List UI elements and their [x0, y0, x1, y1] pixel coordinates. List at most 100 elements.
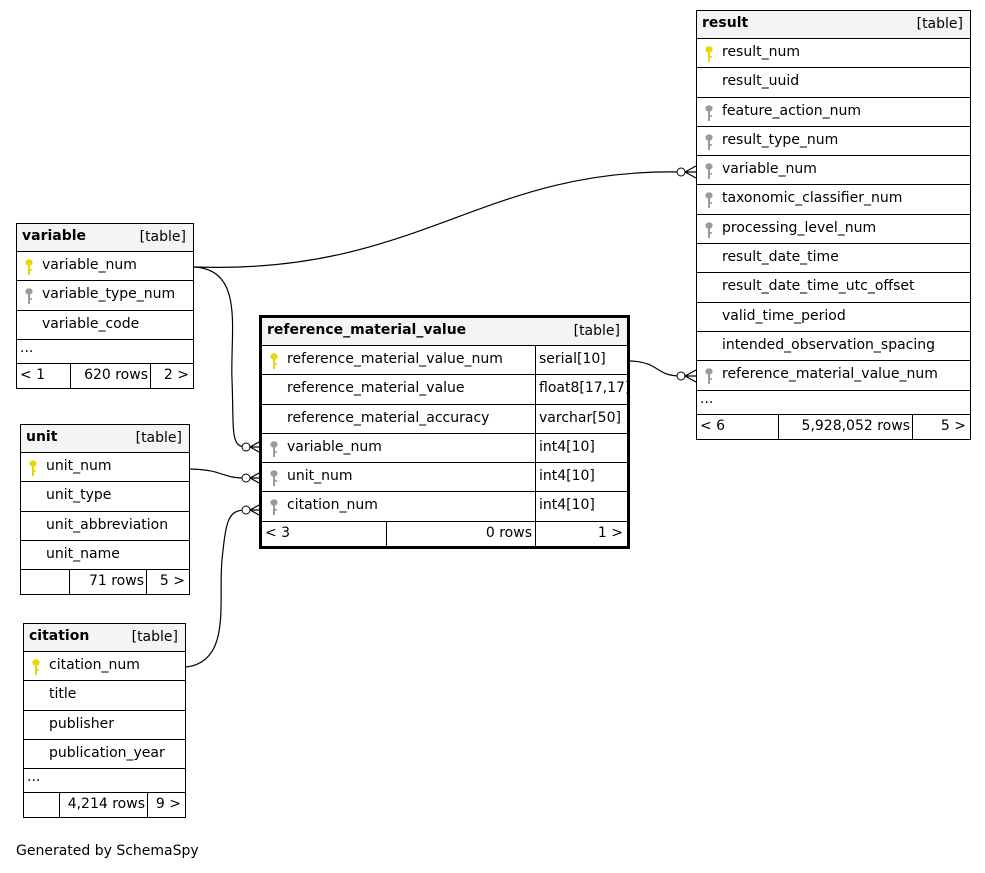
column-row[interactable]: result_type_num [697, 127, 970, 157]
row-count: 4,214 rows [59, 793, 147, 818]
column-row[interactable]: intended_observation_spacing [697, 332, 970, 362]
table-kind: [table] [573, 323, 620, 339]
column-name: publisher [49, 715, 114, 732]
column-row[interactable]: unit_num [21, 453, 189, 483]
column-name: variable_num [42, 257, 137, 273]
column-name: variable_num [287, 438, 382, 455]
column-row[interactable]: result_uuid [697, 68, 970, 98]
parents-link[interactable]: < 6 [700, 417, 726, 434]
table-footer: 71 rows 5 > [21, 570, 189, 595]
column-row[interactable]: citation_num [24, 652, 185, 682]
foreign-key-icon [268, 440, 280, 458]
table-header: variable [table] [17, 224, 193, 252]
column-name: reference_material_value_num [722, 366, 938, 383]
column-name: variable_num [722, 161, 817, 178]
parents-link[interactable]: < 3 [265, 524, 291, 541]
column-row[interactable]: valid_time_period [697, 303, 970, 332]
column-name: citation_num [49, 657, 140, 673]
edge-crowfoot-marker [684, 369, 697, 383]
parents-link[interactable]: < 1 [20, 366, 46, 383]
more-columns-ellipsis: ... [697, 391, 970, 415]
column-type: int4[10] [535, 463, 627, 492]
row-count: 0 rows [386, 521, 535, 546]
edge-variable-to-result [193, 171, 682, 269]
column-row[interactable]: result_date_time [697, 244, 970, 274]
column-type: serial[10] [535, 346, 627, 375]
table-header: reference_material_value [table] [262, 318, 627, 346]
foreign-key-icon [703, 191, 715, 209]
column-type: varchar[50] [535, 404, 627, 433]
edge-optional-marker [241, 473, 251, 483]
primary-key-icon [23, 258, 35, 276]
column-name: variable_code [42, 315, 140, 332]
column-name: reference_material_accuracy [287, 409, 490, 426]
column-row[interactable]: citation_num int4[10] [262, 492, 627, 522]
column-type: int4[10] [535, 492, 627, 521]
edge-optional-marker [676, 371, 686, 381]
edge-optional-marker [676, 167, 686, 177]
column-name: reference_material_value [287, 380, 465, 397]
children-link[interactable]: 1 > [535, 521, 627, 546]
column-row[interactable]: variable_code [17, 311, 193, 340]
column-row[interactable]: feature_action_num [697, 98, 970, 127]
column-row[interactable]: unit_num int4[10] [262, 463, 627, 493]
column-name: result_uuid [722, 73, 800, 90]
table-footer: < 6 5,928,052 rows 5 > [697, 414, 970, 439]
table-name: citation [29, 628, 90, 644]
column-row[interactable]: publication_year [24, 740, 185, 770]
column-row[interactable]: variable_num int4[10] [262, 433, 627, 464]
row-count: 5,928,052 rows [778, 414, 912, 439]
foreign-key-icon [703, 162, 715, 180]
column-row[interactable]: variable_num [17, 252, 193, 282]
column-name: citation_num [287, 497, 378, 514]
column-row[interactable]: taxonomic_classifier_num [697, 185, 970, 215]
children-link[interactable]: 9 > [147, 793, 185, 818]
column-row[interactable]: title [24, 681, 185, 711]
column-row[interactable]: unit_abbreviation [21, 512, 189, 541]
column-row[interactable]: variable_type_num [17, 281, 193, 311]
column-row[interactable]: variable_num [697, 156, 970, 186]
column-name: unit_name [46, 545, 120, 562]
table-footer: < 3 0 rows 1 > [262, 521, 627, 546]
column-row[interactable]: processing_level_num [697, 215, 970, 245]
children-link[interactable]: 2 > [150, 363, 193, 388]
table-name: unit [26, 429, 58, 445]
column-name: unit_num [287, 468, 353, 485]
foreign-key-icon [703, 221, 715, 239]
table-variable[interactable]: variable [table] variable_num variable_ty… [16, 223, 194, 389]
primary-key-icon [268, 352, 280, 370]
children-link[interactable]: 5 > [912, 414, 970, 439]
table-footer: < 1 620 rows 2 > [17, 363, 193, 388]
column-row[interactable]: reference_material_value_num [697, 361, 970, 391]
foreign-key-icon [268, 469, 280, 487]
column-name: result_date_time [722, 249, 839, 266]
column-name: unit_num [46, 458, 112, 474]
table-name: result [702, 15, 749, 31]
column-row[interactable]: unit_name [21, 541, 189, 571]
table-header: result [table] [697, 11, 970, 39]
edge-unit-to-rmv [189, 468, 247, 479]
column-type: int4[10] [535, 433, 627, 463]
edge-variable-to-rmv [193, 266, 247, 448]
table-reference-material-value[interactable]: reference_material_value [table] referen… [259, 315, 630, 549]
column-name: taxonomic_classifier_num [722, 190, 903, 207]
table-header: citation [table] [24, 624, 185, 652]
row-count: 620 rows [70, 363, 150, 388]
more-columns-ellipsis: ... [17, 340, 193, 364]
column-name: result_num [722, 44, 800, 60]
table-name: variable [22, 228, 87, 244]
column-row[interactable]: result_num [697, 39, 970, 69]
generated-by-footer: Generated by SchemaSpy [16, 843, 199, 859]
column-row[interactable]: publisher [24, 711, 185, 740]
column-row[interactable]: result_date_time_utc_offset [697, 273, 970, 303]
table-kind: [table] [916, 16, 963, 32]
column-row[interactable]: reference_material_accuracy varchar[50] [262, 404, 627, 434]
column-row[interactable]: unit_type [21, 482, 189, 512]
children-link[interactable]: 5 > [146, 570, 189, 595]
